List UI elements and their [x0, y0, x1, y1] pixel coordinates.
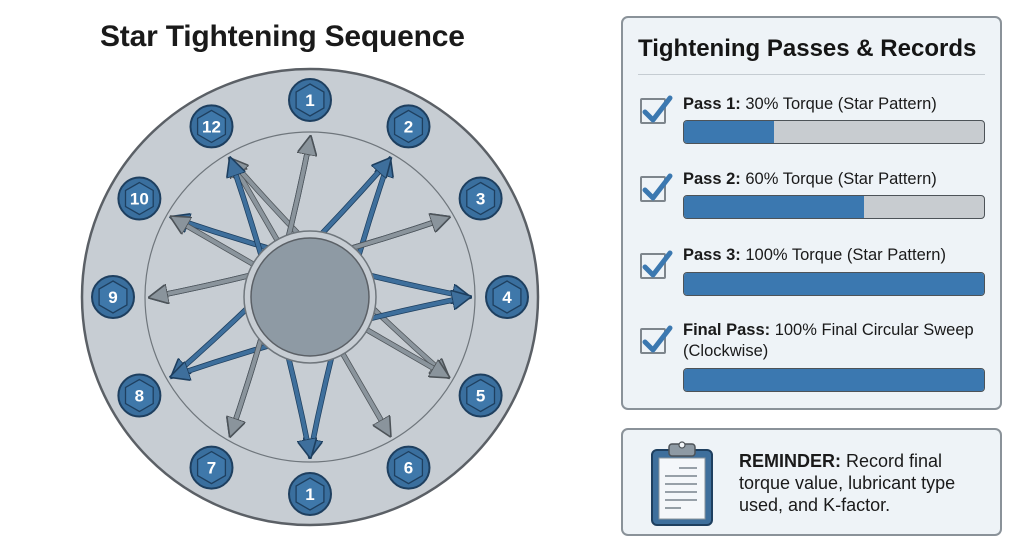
bolt-number: 10	[130, 190, 149, 209]
bolt-head-icon	[124, 181, 154, 216]
bolt-1: 1	[288, 472, 332, 516]
bolt-12: 12	[189, 104, 234, 149]
final-pass-name: Final Pass:	[683, 321, 771, 339]
bolt-head-icon	[492, 280, 522, 314]
bolt-number: 3	[476, 190, 485, 209]
pass-3-name: Pass 3:	[683, 246, 741, 264]
pass-1-label: Pass 1: 30% Torque (Star Pattern)	[683, 94, 993, 115]
panel-divider	[638, 74, 985, 75]
bolt-head-icon	[393, 109, 424, 144]
bolt-8: 8	[117, 373, 162, 418]
bolt-number: 8	[135, 387, 144, 406]
bolt-number: 9	[108, 288, 117, 307]
final-pass-checkbox[interactable]	[640, 325, 673, 354]
pass-1-progress-fill	[684, 121, 774, 143]
bolt-number: 5	[476, 387, 485, 406]
bolt-head-icon	[196, 450, 227, 485]
final-pass-label: Final Pass: 100% Final Circular Sweep (C…	[683, 320, 993, 362]
bolt-9: 9	[91, 275, 135, 319]
clipboard-icon	[651, 441, 713, 526]
pass-3-checkbox[interactable]	[640, 250, 673, 279]
pass-1-desc: 30% Torque (Star Pattern)	[740, 95, 937, 113]
pass-2-desc: 60% Torque (Star Pattern)	[740, 170, 937, 188]
bolt-6: 6	[386, 445, 431, 490]
checkmark-icon	[642, 325, 673, 353]
pass-1-name: Pass 1:	[683, 95, 741, 113]
bolt-head-icon	[124, 378, 154, 413]
reminder-box: REMINDER: Record final torque value, lub…	[621, 428, 1002, 536]
bolt-head-icon	[196, 109, 227, 144]
bolt-7: 7	[189, 445, 234, 490]
bolt-number: 1	[305, 485, 314, 504]
pass-3-desc: 100% Torque (Star Pattern)	[740, 246, 946, 264]
bolt-head-icon	[295, 477, 325, 511]
hub	[250, 237, 370, 357]
pass-2-progress-fill	[684, 196, 864, 218]
reminder-text: REMINDER: Record final torque value, lub…	[739, 450, 994, 516]
bolt-head-icon	[466, 181, 496, 216]
bolt-number: 4	[502, 288, 512, 307]
pass-3-progress-fill	[684, 273, 984, 295]
bolt-number: 12	[202, 117, 221, 136]
pass-1-checkbox[interactable]	[640, 95, 673, 124]
bolt-4: 4	[485, 275, 529, 319]
bolt-number: 7	[207, 459, 216, 478]
pass-3-progress-bar	[683, 272, 985, 296]
bolt-number: 1	[305, 91, 314, 110]
pass-2-progress-bar	[683, 195, 985, 219]
bolt-head-icon	[98, 280, 128, 314]
pass-2-label: Pass 2: 60% Torque (Star Pattern)	[683, 169, 993, 190]
bolt-5: 5	[458, 373, 503, 418]
passes-panel: Tightening Passes & Records Pass 1: 30% …	[621, 16, 1002, 410]
checkmark-icon	[642, 173, 673, 201]
bolt-2: 2	[386, 104, 431, 149]
bolt-3: 3	[458, 176, 503, 221]
pass-2-name: Pass 2:	[683, 170, 741, 188]
pass-1-progress-bar	[683, 120, 985, 144]
bolt-number: 6	[404, 459, 413, 478]
bolt-head-icon	[393, 450, 424, 485]
diagram-title: Star Tightening Sequence	[100, 20, 465, 53]
final-pass-progress-fill	[684, 369, 984, 391]
checkmark-icon	[642, 95, 673, 123]
final-pass-progress-bar	[683, 368, 985, 392]
flange-inner-ring	[144, 131, 476, 463]
pass-3-label: Pass 3: 100% Torque (Star Pattern)	[683, 245, 993, 266]
reminder-body: Record final torque value, lubricant typ…	[739, 451, 956, 515]
bolt-1: 1	[288, 78, 332, 122]
bolt-head-icon	[466, 378, 496, 413]
final-pass-desc: 100% Final Circular Sweep (Clockwise)	[683, 321, 974, 360]
checkmark-icon	[642, 250, 673, 278]
bolt-number: 2	[404, 117, 413, 136]
bolt-head-icon	[295, 83, 325, 117]
pass-2-checkbox[interactable]	[640, 173, 673, 202]
reminder-heading: REMINDER:	[739, 451, 841, 471]
bolt-10: 10	[117, 176, 162, 221]
panel-title: Tightening Passes & Records	[638, 35, 977, 62]
